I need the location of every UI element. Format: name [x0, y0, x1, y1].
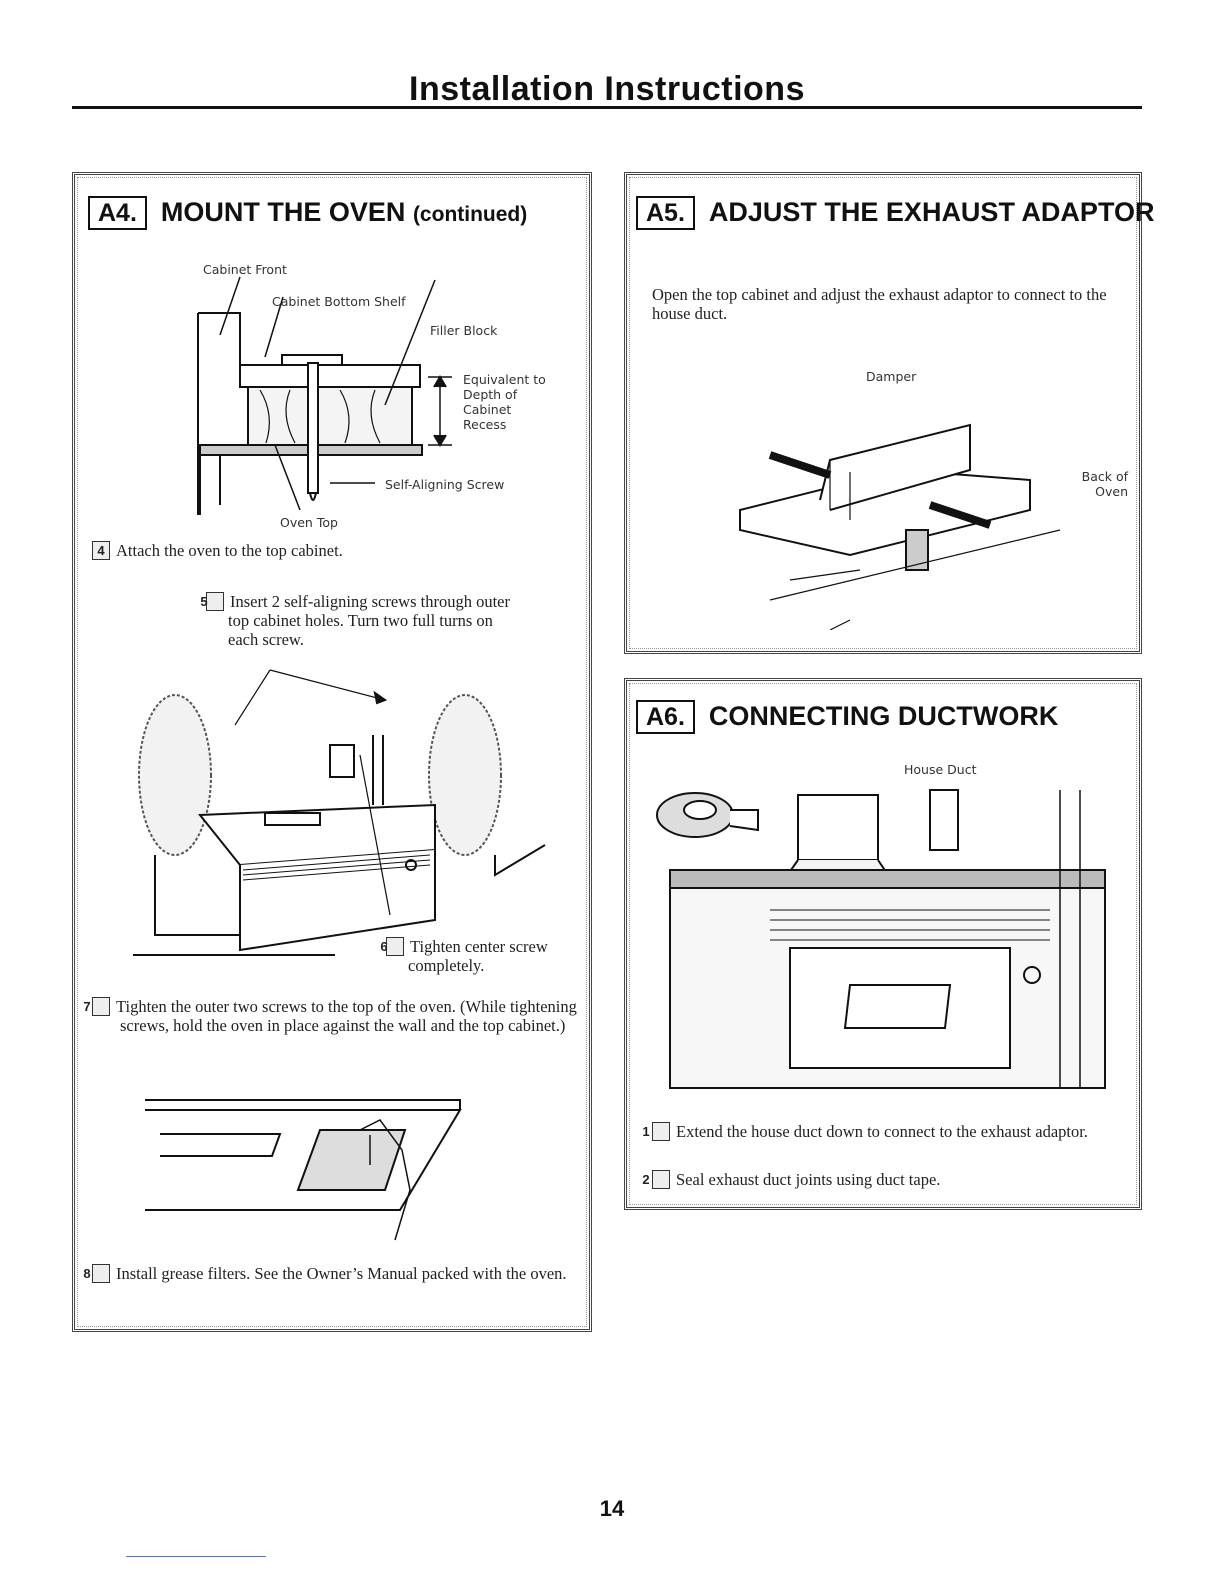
label-house-duct: House Duct — [904, 762, 977, 777]
step-text: Seal exhaust duct joints using duct tape… — [676, 1170, 941, 1189]
step-number: 1 — [642, 1122, 670, 1141]
a6-step-1: 1 Extend the house duct down to connect t… — [642, 1122, 1142, 1141]
step-number: 7 — [83, 997, 110, 1016]
panel-a5 — [624, 172, 1142, 654]
step-number: 6 — [380, 937, 404, 956]
label-filler-block: Filler Block — [430, 323, 498, 338]
filler-block-diagram — [197, 276, 452, 515]
step-number: 2 — [642, 1170, 670, 1189]
exhaust-adaptor-diagram — [739, 423, 1061, 630]
a4-step-7: 7 Tighten the outer two screws to the top… — [83, 997, 580, 1035]
a4-step-4: 4 Attach the oven to the top cabinet. — [92, 541, 562, 560]
footer-rule — [126, 1556, 266, 1557]
label-damper: Damper — [866, 369, 917, 384]
step-text: Tighten the outer two screws to the top … — [116, 997, 577, 1035]
a4-subtitle: (continued) — [412, 203, 528, 226]
step-text: Install grease filters. See the Owner’s … — [116, 1264, 567, 1283]
step-text: Insert 2 self-aligning screws through ou… — [228, 592, 510, 649]
a6-step-2: 2 Seal exhaust duct joints using duct tap… — [642, 1170, 1142, 1189]
label-oven-top: Oven Top — [280, 515, 338, 530]
step-number: 8 — [83, 1264, 110, 1283]
page-number: 14 — [599, 1496, 625, 1521]
a6-heading: A6. CONNECTING DUCTWORK — [636, 700, 1058, 734]
a5-title: ADJUST THE EXHAUST ADAPTOR — [708, 197, 1155, 227]
step-text: Attach the oven to the top cabinet. — [116, 541, 343, 560]
step-number: 4 — [92, 541, 110, 560]
a4-step-8: 8 Install grease filters. See the Owner’s… — [83, 1264, 580, 1283]
a6-title: CONNECTING DUCTWORK — [708, 701, 1059, 731]
title-underline — [72, 106, 1142, 109]
a4-section-number: A4. — [88, 196, 147, 230]
step-text: Tighten center screw completely. — [408, 937, 548, 975]
a6-section-number: A6. — [636, 700, 695, 734]
label-cabinet-front: Cabinet Front — [203, 262, 287, 277]
a4-heading: A4. MOUNT THE OVEN (continued) — [88, 196, 527, 231]
a5-body: Open the top cabinet and adjust the exha… — [652, 285, 1107, 323]
page-title: Installation Instructions — [409, 70, 805, 108]
step-text: Extend the house duct down to connect to… — [676, 1122, 1088, 1141]
a4-title: MOUNT THE OVEN — [160, 197, 406, 227]
label-self-aligning-screw: Self-Aligning Screw — [385, 477, 505, 492]
a5-section-number: A5. — [636, 196, 695, 230]
grease-filter-diagram — [145, 1099, 462, 1241]
ductwork-diagram — [656, 789, 1106, 1089]
label-equivalent: Equivalent to Depth of Cabinet Recess — [463, 372, 546, 432]
step-number: 5 — [200, 592, 224, 611]
a5-heading: A5. ADJUST THE EXHAUST ADAPTOR — [636, 196, 1159, 230]
label-cabinet-bottom-shelf: Cabinet Bottom Shelf — [272, 294, 406, 309]
label-back-of-oven: Back of Oven — [1081, 469, 1128, 499]
oven-mounting-diagram — [133, 669, 546, 956]
